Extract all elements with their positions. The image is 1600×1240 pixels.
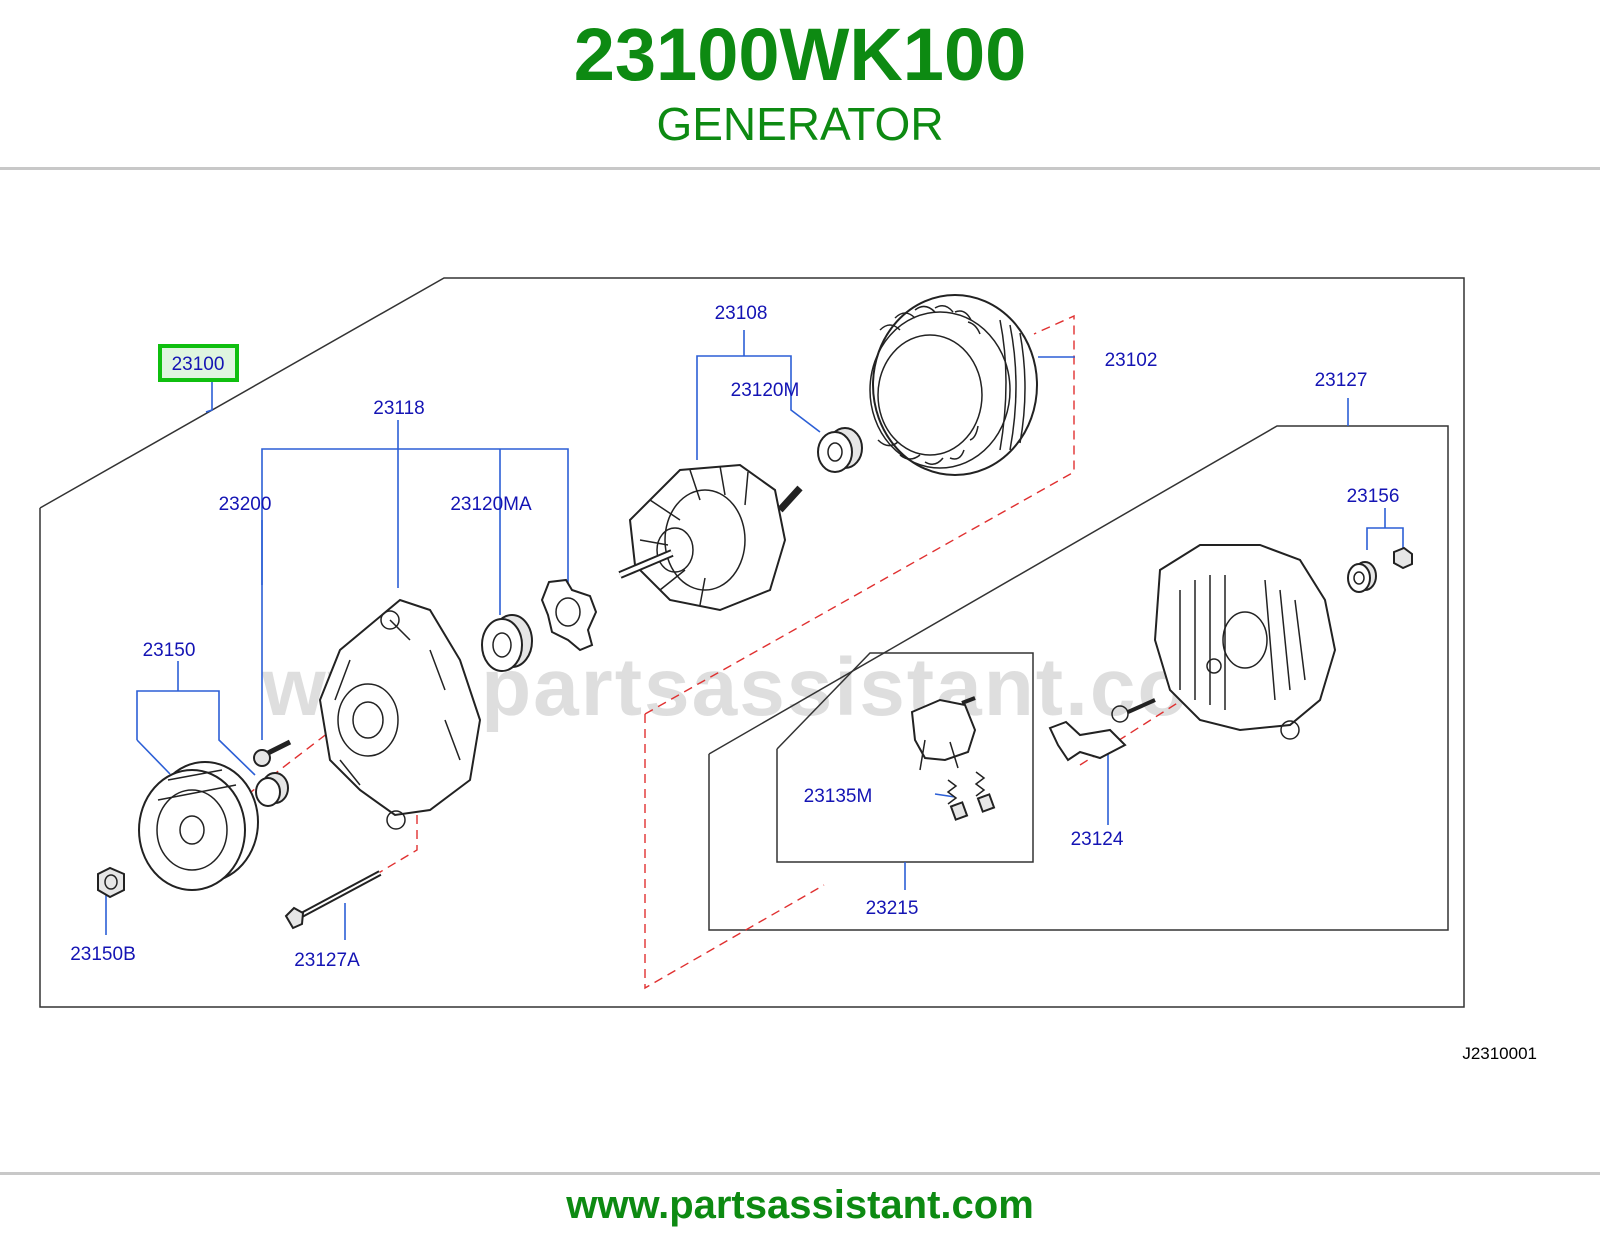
front-housing-illustration bbox=[318, 598, 482, 830]
label-23135M[interactable]: 23135M bbox=[804, 786, 873, 807]
assembly-frame bbox=[39, 277, 1465, 1008]
rear-bearing-illustration bbox=[817, 427, 863, 473]
retainer-plate-illustration bbox=[540, 578, 598, 652]
part-number-title: 23100WK100 bbox=[573, 13, 1027, 96]
label-23120M[interactable]: 23120M bbox=[731, 380, 800, 401]
short-bolt-illustration bbox=[253, 739, 292, 767]
drawing-code: J2310001 bbox=[1462, 1044, 1537, 1063]
footer-website-link[interactable]: www.partsassistant.com bbox=[566, 1183, 1034, 1227]
label-23118[interactable]: 23118 bbox=[373, 398, 424, 419]
label-23108[interactable]: 23108 bbox=[715, 303, 768, 324]
rotor-illustration bbox=[618, 463, 803, 612]
label-23100[interactable]: 23100 bbox=[172, 354, 225, 375]
leader-lines bbox=[105, 330, 1404, 940]
through-bolt-illustration bbox=[284, 870, 382, 930]
washer-nut-illustration bbox=[1347, 546, 1413, 593]
rear-housing-frame bbox=[708, 425, 1449, 931]
footer-divider bbox=[0, 1172, 1600, 1175]
label-23156[interactable]: 23156 bbox=[1347, 486, 1400, 507]
part-name-subtitle: GENERATOR bbox=[656, 98, 944, 150]
regulator-frame bbox=[776, 652, 1034, 863]
highlight-box-23100[interactable] bbox=[158, 344, 239, 382]
terminal-set-illustration bbox=[1048, 698, 1156, 762]
assembly-guide-lower bbox=[644, 714, 825, 990]
nut-illustration bbox=[97, 866, 125, 899]
label-23102[interactable]: 23102 bbox=[1105, 350, 1158, 371]
label-23150[interactable]: 23150 bbox=[143, 640, 196, 661]
rear-housing-illustration bbox=[1153, 544, 1337, 740]
header-divider bbox=[0, 167, 1600, 170]
stator-illustration bbox=[869, 294, 1038, 476]
regulator-illustration bbox=[910, 696, 977, 771]
front-bearing-illustration bbox=[481, 614, 533, 672]
label-23150B[interactable]: 23150B bbox=[70, 944, 136, 965]
label-23127A[interactable]: 23127A bbox=[294, 950, 360, 971]
label-23215[interactable]: 23215 bbox=[866, 898, 919, 919]
label-23200[interactable]: 23200 bbox=[219, 494, 272, 515]
label-23124[interactable]: 23124 bbox=[1071, 829, 1124, 850]
assembly-guide-upper bbox=[644, 314, 1075, 715]
label-23120MA[interactable]: 23120MA bbox=[450, 494, 532, 515]
axis-guide-bolt bbox=[349, 800, 418, 891]
collar-illustration bbox=[255, 772, 289, 807]
pulley-illustration bbox=[138, 761, 259, 891]
label-23127[interactable]: 23127 bbox=[1315, 370, 1368, 391]
brush-set-illustration bbox=[946, 771, 996, 821]
